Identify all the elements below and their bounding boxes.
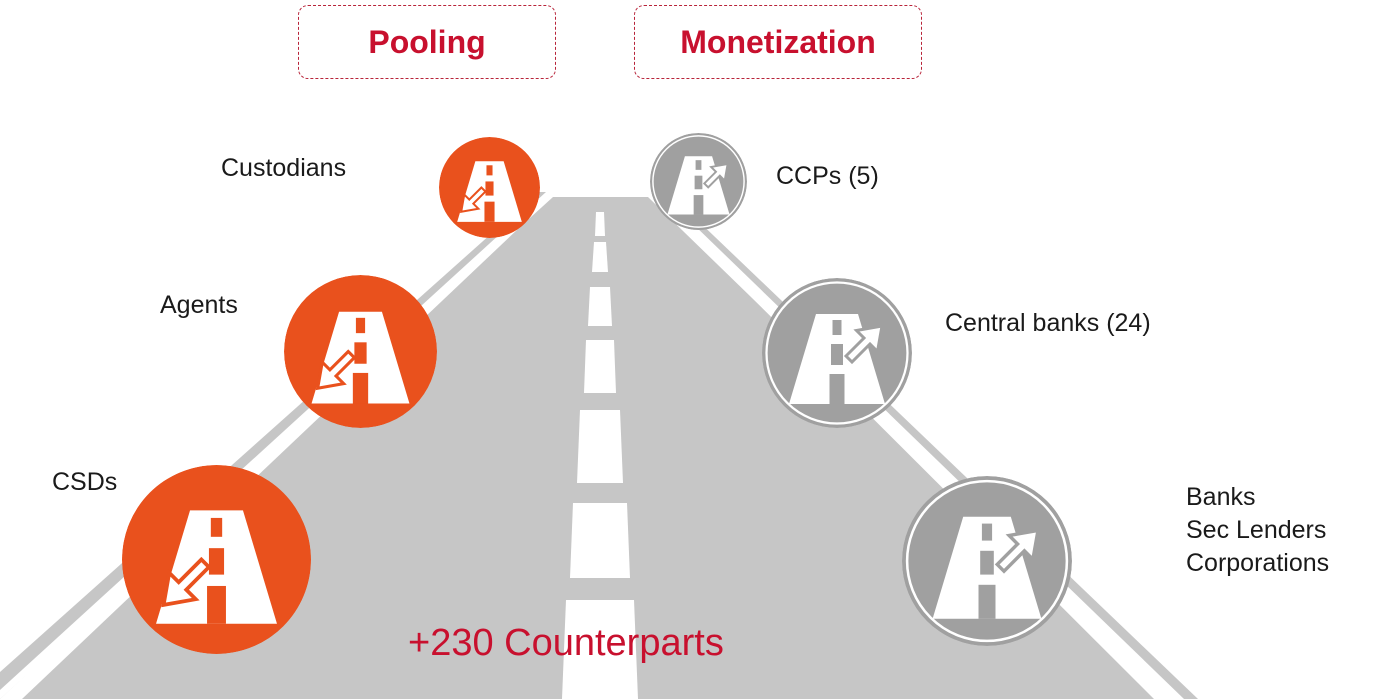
road-exit-left-icon: [122, 465, 311, 654]
custodians-label: Custodians: [221, 154, 347, 182]
agents-label: Agents: [160, 291, 238, 319]
road-exit-right-icon: [902, 476, 1072, 646]
monetization-header: Monetization: [634, 5, 922, 79]
center-dash: [588, 287, 612, 326]
center-dash: [584, 340, 616, 393]
center-dash: [562, 600, 638, 699]
road-exit-right-icon: [762, 278, 912, 428]
corporations-label: Corporations: [1186, 549, 1330, 577]
road-exit-left-icon: [284, 275, 437, 428]
center-dash: [570, 503, 630, 578]
banks-node: [902, 476, 1072, 646]
csds-label: CSDs: [52, 468, 118, 496]
ccps-node: [650, 133, 747, 230]
center-dash: [592, 242, 608, 272]
ccps-label: CCPs (5): [776, 162, 879, 190]
sec-lenders-label: Sec Lenders: [1186, 516, 1327, 544]
csds-node: [122, 465, 311, 654]
central-banks-label: Central banks (24): [945, 309, 1151, 337]
road-exit-right-icon: [650, 133, 747, 230]
central-banks-node: [762, 278, 912, 428]
road-exit-left-icon: [439, 137, 540, 238]
banks-label-group: Banks Sec Lenders Corporations: [1186, 481, 1329, 580]
pooling-header: Pooling: [298, 5, 556, 79]
banks-label: Banks: [1186, 483, 1256, 511]
counterparts-total: +230 Counterparts: [408, 622, 724, 664]
center-dash: [577, 410, 623, 483]
custodians-node: [439, 137, 540, 238]
pooling-header-label: Pooling: [368, 23, 486, 60]
monetization-header-label: Monetization: [680, 23, 876, 60]
agents-node: [284, 275, 437, 428]
center-dash: [595, 212, 605, 236]
